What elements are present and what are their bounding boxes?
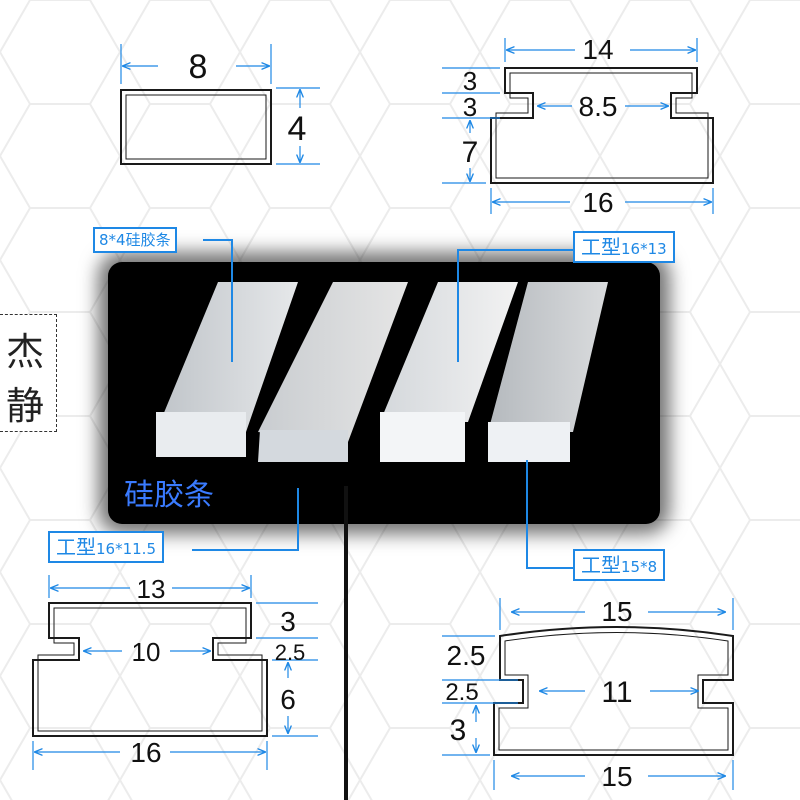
dim-h1: 3 [280, 606, 296, 637]
dim-bottom: 15 [601, 761, 632, 792]
dim-h2: 2.5 [275, 640, 306, 665]
dim-h3: 3 [450, 714, 467, 747]
dim-neck: 10 [132, 637, 161, 667]
photo-overlay-label: 硅胶条 [124, 478, 214, 513]
dim-h1: 3 [463, 66, 477, 96]
dim-h2: 3 [463, 92, 477, 122]
dim-neck: 11 [601, 676, 632, 709]
dim-top: 14 [582, 34, 613, 65]
callout-i-15x8: 工型15*8 [573, 549, 666, 581]
dim-bottom: 16 [582, 187, 613, 218]
callout-i-16x11.5: 工型16*11.5 [48, 531, 164, 563]
silicone-strip-photo [108, 262, 660, 524]
dim-h2: 2.5 [445, 679, 478, 706]
dim-h3: 7 [462, 136, 479, 169]
dim-bottom: 16 [130, 737, 161, 768]
dim-rect-height: 4 [288, 110, 307, 148]
dim-h1: 2.5 [447, 640, 486, 671]
drawing-rect-8x4: 8 4 [120, 44, 320, 165]
dim-neck: 8.5 [579, 91, 618, 122]
dim-rect-width: 8 [189, 48, 208, 86]
callout-8x4: 8*4硅胶条 [93, 227, 177, 253]
dim-top: 13 [137, 574, 166, 604]
seal-stamp: 杰 静 [0, 314, 57, 432]
callout-i-16x13: 工型16*13 [573, 231, 675, 263]
photo-strips [156, 282, 608, 462]
drawing-i-15x8: 15 11 15 2.5 2.5 3 [442, 596, 734, 792]
dim-top: 15 [601, 596, 632, 627]
dim-h3: 6 [280, 684, 296, 715]
drawing-i-16x13: 14 8.5 16 3 3 7 [442, 34, 714, 218]
drawing-i-16x11.5: 13 10 16 3 2.5 6 [32, 574, 318, 770]
